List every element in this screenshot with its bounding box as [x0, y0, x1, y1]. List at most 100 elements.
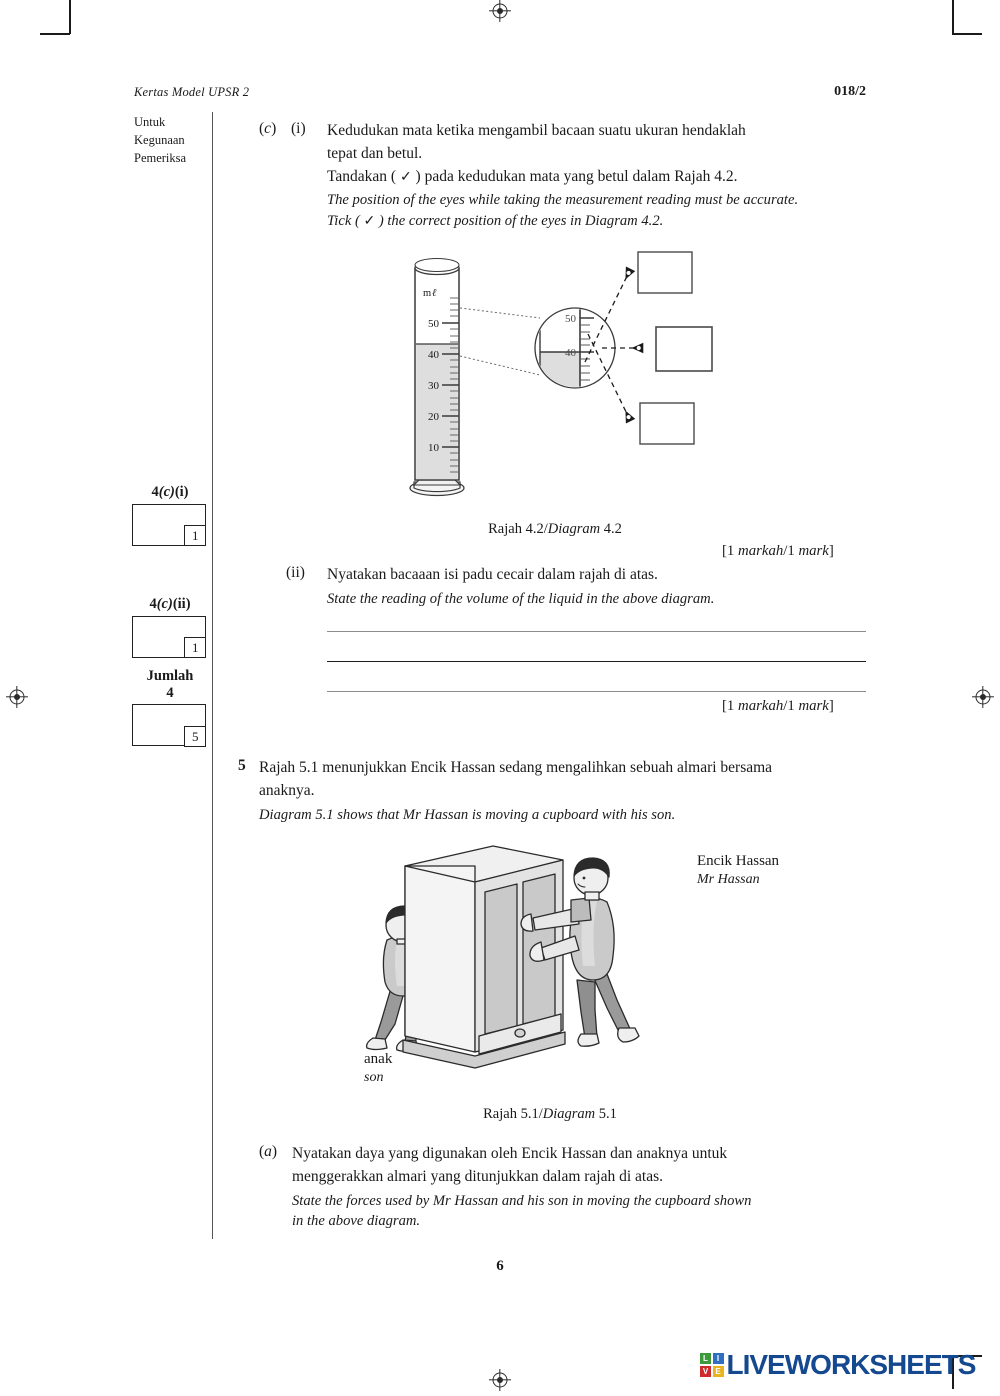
mark-title-sub: (c)	[156, 596, 173, 612]
marks-4ci: [1 markah/1 mark]	[722, 543, 834, 560]
q4ci-tandakan-suffix: ) pada kedudukan mata yang betul dalam R…	[411, 167, 738, 185]
header-paper-title: Kertas Model UPSR 2	[134, 85, 250, 99]
svg-text:50: 50	[565, 313, 577, 325]
svg-text:40: 40	[565, 347, 577, 359]
marks-open: [1	[722, 543, 739, 559]
q5a-malay-line-1: Nyatakan daya yang digunakan oleh Encik …	[292, 1145, 728, 1162]
mark-box-total[interactable]: 5	[132, 704, 207, 747]
marks-english: mark	[798, 698, 829, 714]
q5-malay-line-1: Rajah 5.1 menunjukkan Encik Hassan sedan…	[259, 759, 773, 776]
caption-malay: Rajah 4.2/	[488, 521, 548, 537]
caption-english: Diagram	[547, 521, 601, 537]
q4ci-malay-line-1: Kedudukan mata ketika mengambil bacaan s…	[327, 122, 746, 139]
diagram-5-1	[345, 840, 685, 1088]
man-label-english: Mr Hassan	[697, 871, 760, 887]
svg-text:40: 40	[428, 349, 440, 361]
q5-english-number: 5.1	[311, 806, 338, 823]
marks-malay: markah	[738, 698, 784, 714]
marks-mid: /1	[783, 543, 799, 559]
eye-position-box-middle[interactable]	[656, 327, 712, 371]
mark-title-tail: (ii)	[172, 596, 191, 612]
crop-mark-top-right	[952, 0, 982, 35]
mark-box-total-max: 5	[184, 725, 207, 747]
liveworksheets-logo-tiles: L I V E	[700, 1353, 724, 1377]
diagram-5-1-man-label: Encik Hassan Mr Hassan	[697, 852, 779, 888]
examiner-label-line-3: Pemeriksa	[134, 150, 187, 165]
logo-tile-l: L	[700, 1353, 711, 1365]
liveworksheets-logo: L I V E LIVEWORKSHEETS	[700, 1349, 977, 1381]
marks-english: mark	[798, 543, 829, 559]
q4ci-malay-line-3: Tandakan ( ✓ ) pada kedudukan mata yang …	[327, 166, 866, 189]
mark-box-4cii-max: 1	[184, 636, 207, 658]
registration-mark-left	[6, 686, 28, 708]
mark-box-4ci[interactable]: 1	[132, 503, 207, 546]
man-label-malay: Encik Hassan	[697, 853, 780, 869]
q4ci-english-line-1: The position of the eyes while taking th…	[327, 192, 799, 209]
son-label-malay: anak	[364, 1051, 393, 1067]
q4ci-english-line-2: Tick ( ✓ ) the correct position of the e…	[327, 211, 866, 232]
diagram-4-2-caption: Rajah 4.2/Diagram 4.2	[390, 521, 720, 538]
q4cii-english: State the reading of the volume of the l…	[327, 590, 715, 607]
q5-english-rest: shows that Mr Hassan is moving a cupboar…	[337, 806, 676, 823]
mark-box-4cii[interactable]: 1	[132, 615, 207, 658]
registration-mark-right	[972, 686, 994, 708]
q5a-english-line-2: in the above diagram.	[292, 1213, 421, 1230]
mark-title-sub: (c)	[158, 484, 175, 500]
q5-english: Diagram 5.1 shows that Mr Hassan is movi…	[259, 805, 866, 826]
diagram-5-1-caption: Rajah 5.1/Diagram 5.1	[385, 1106, 715, 1123]
question-4cii-text: Nyatakan bacaaan isi padu cecair dalam r…	[327, 564, 866, 610]
q4ci-tandakan-prefix: Tandakan (	[327, 167, 400, 185]
svg-text:10: 10	[428, 442, 440, 454]
svg-text:50: 50	[428, 318, 440, 330]
logo-tile-i: I	[712, 1353, 724, 1365]
crop-mark-bottom-right	[952, 1355, 982, 1389]
mark-group-total: Jumlah 4 5	[132, 668, 208, 747]
son-label-english: son	[364, 1069, 384, 1085]
mark-group-4cii-title: 4(c)(ii)	[132, 596, 208, 613]
examiner-use-label: Untuk Kegunaan Pemeriksa	[134, 114, 208, 167]
tick-icon: ✓	[399, 169, 412, 185]
caption-number: 5.1	[595, 1106, 617, 1122]
mark-group-4ci: 4(c)(i) 1	[132, 484, 208, 546]
q4ci-malay-line-2: tepat dan betul.	[327, 144, 423, 162]
marks-close: ]	[828, 698, 834, 714]
mark-title-main: 4	[151, 484, 159, 500]
question-5-text: Rajah 5.1 menunjukkan Encik Hassan sedan…	[259, 757, 866, 825]
answer-line-2[interactable]	[327, 661, 866, 663]
examiner-column-divider	[212, 112, 214, 1239]
q5-english-diagram-word: Diagram	[259, 806, 312, 823]
header-paper-code: 018/2	[834, 84, 866, 99]
eye-position-box-top[interactable]	[638, 252, 692, 293]
svg-text:ℓ: ℓ	[432, 288, 437, 299]
question-5-number: 5	[238, 757, 246, 774]
logo-tile-v: V	[700, 1365, 711, 1377]
svg-text:30: 30	[428, 380, 440, 392]
answer-line-3[interactable]	[327, 691, 866, 693]
mark-title-main: Jumlah	[146, 668, 194, 684]
question-5a-label: (a)	[259, 1143, 278, 1160]
mark-title-main: 4	[149, 596, 157, 612]
q4cii-malay: Nyatakan bacaaan isi padu cecair dalam r…	[327, 566, 658, 583]
crop-mark-top-left	[40, 0, 71, 35]
examiner-label-line-1: Untuk	[134, 115, 166, 129]
mark-group-total-title: Jumlah 4	[132, 668, 208, 701]
mark-title-tail: (i)	[174, 484, 189, 500]
mark-group-4ci-title: 4(c)(i)	[132, 484, 208, 501]
liveworksheets-wordmark: LIVEWORKSHEETS	[726, 1349, 977, 1380]
eye-position-box-bottom[interactable]	[640, 403, 694, 444]
question-4ci-roman: (i)	[291, 120, 306, 137]
caption-malay: Rajah 5.1/	[483, 1106, 543, 1122]
marks-4cii: [1 markah/1 mark]	[722, 698, 834, 715]
question-5a-text: Nyatakan daya yang digunakan oleh Encik …	[292, 1143, 866, 1232]
marks-mid: /1	[783, 698, 799, 714]
registration-mark-top	[489, 0, 511, 22]
diagram-4-2: m ℓ 50 40 30 20 10	[390, 240, 720, 510]
question-4ci-text: Kedudukan mata ketika mengambil bacaan s…	[327, 120, 866, 232]
answer-line-1[interactable]	[327, 631, 866, 633]
registration-mark-bottom	[489, 1369, 511, 1391]
mark-title-tail: 4	[166, 684, 174, 701]
q5a-malay-line-2: menggerakkan almari yang ditunjukkan dal…	[292, 1167, 664, 1185]
q5a-english-line-1: State the forces used by Mr Hassan and h…	[292, 1192, 752, 1209]
examiner-label-line-2: Kegunaan	[134, 132, 185, 147]
